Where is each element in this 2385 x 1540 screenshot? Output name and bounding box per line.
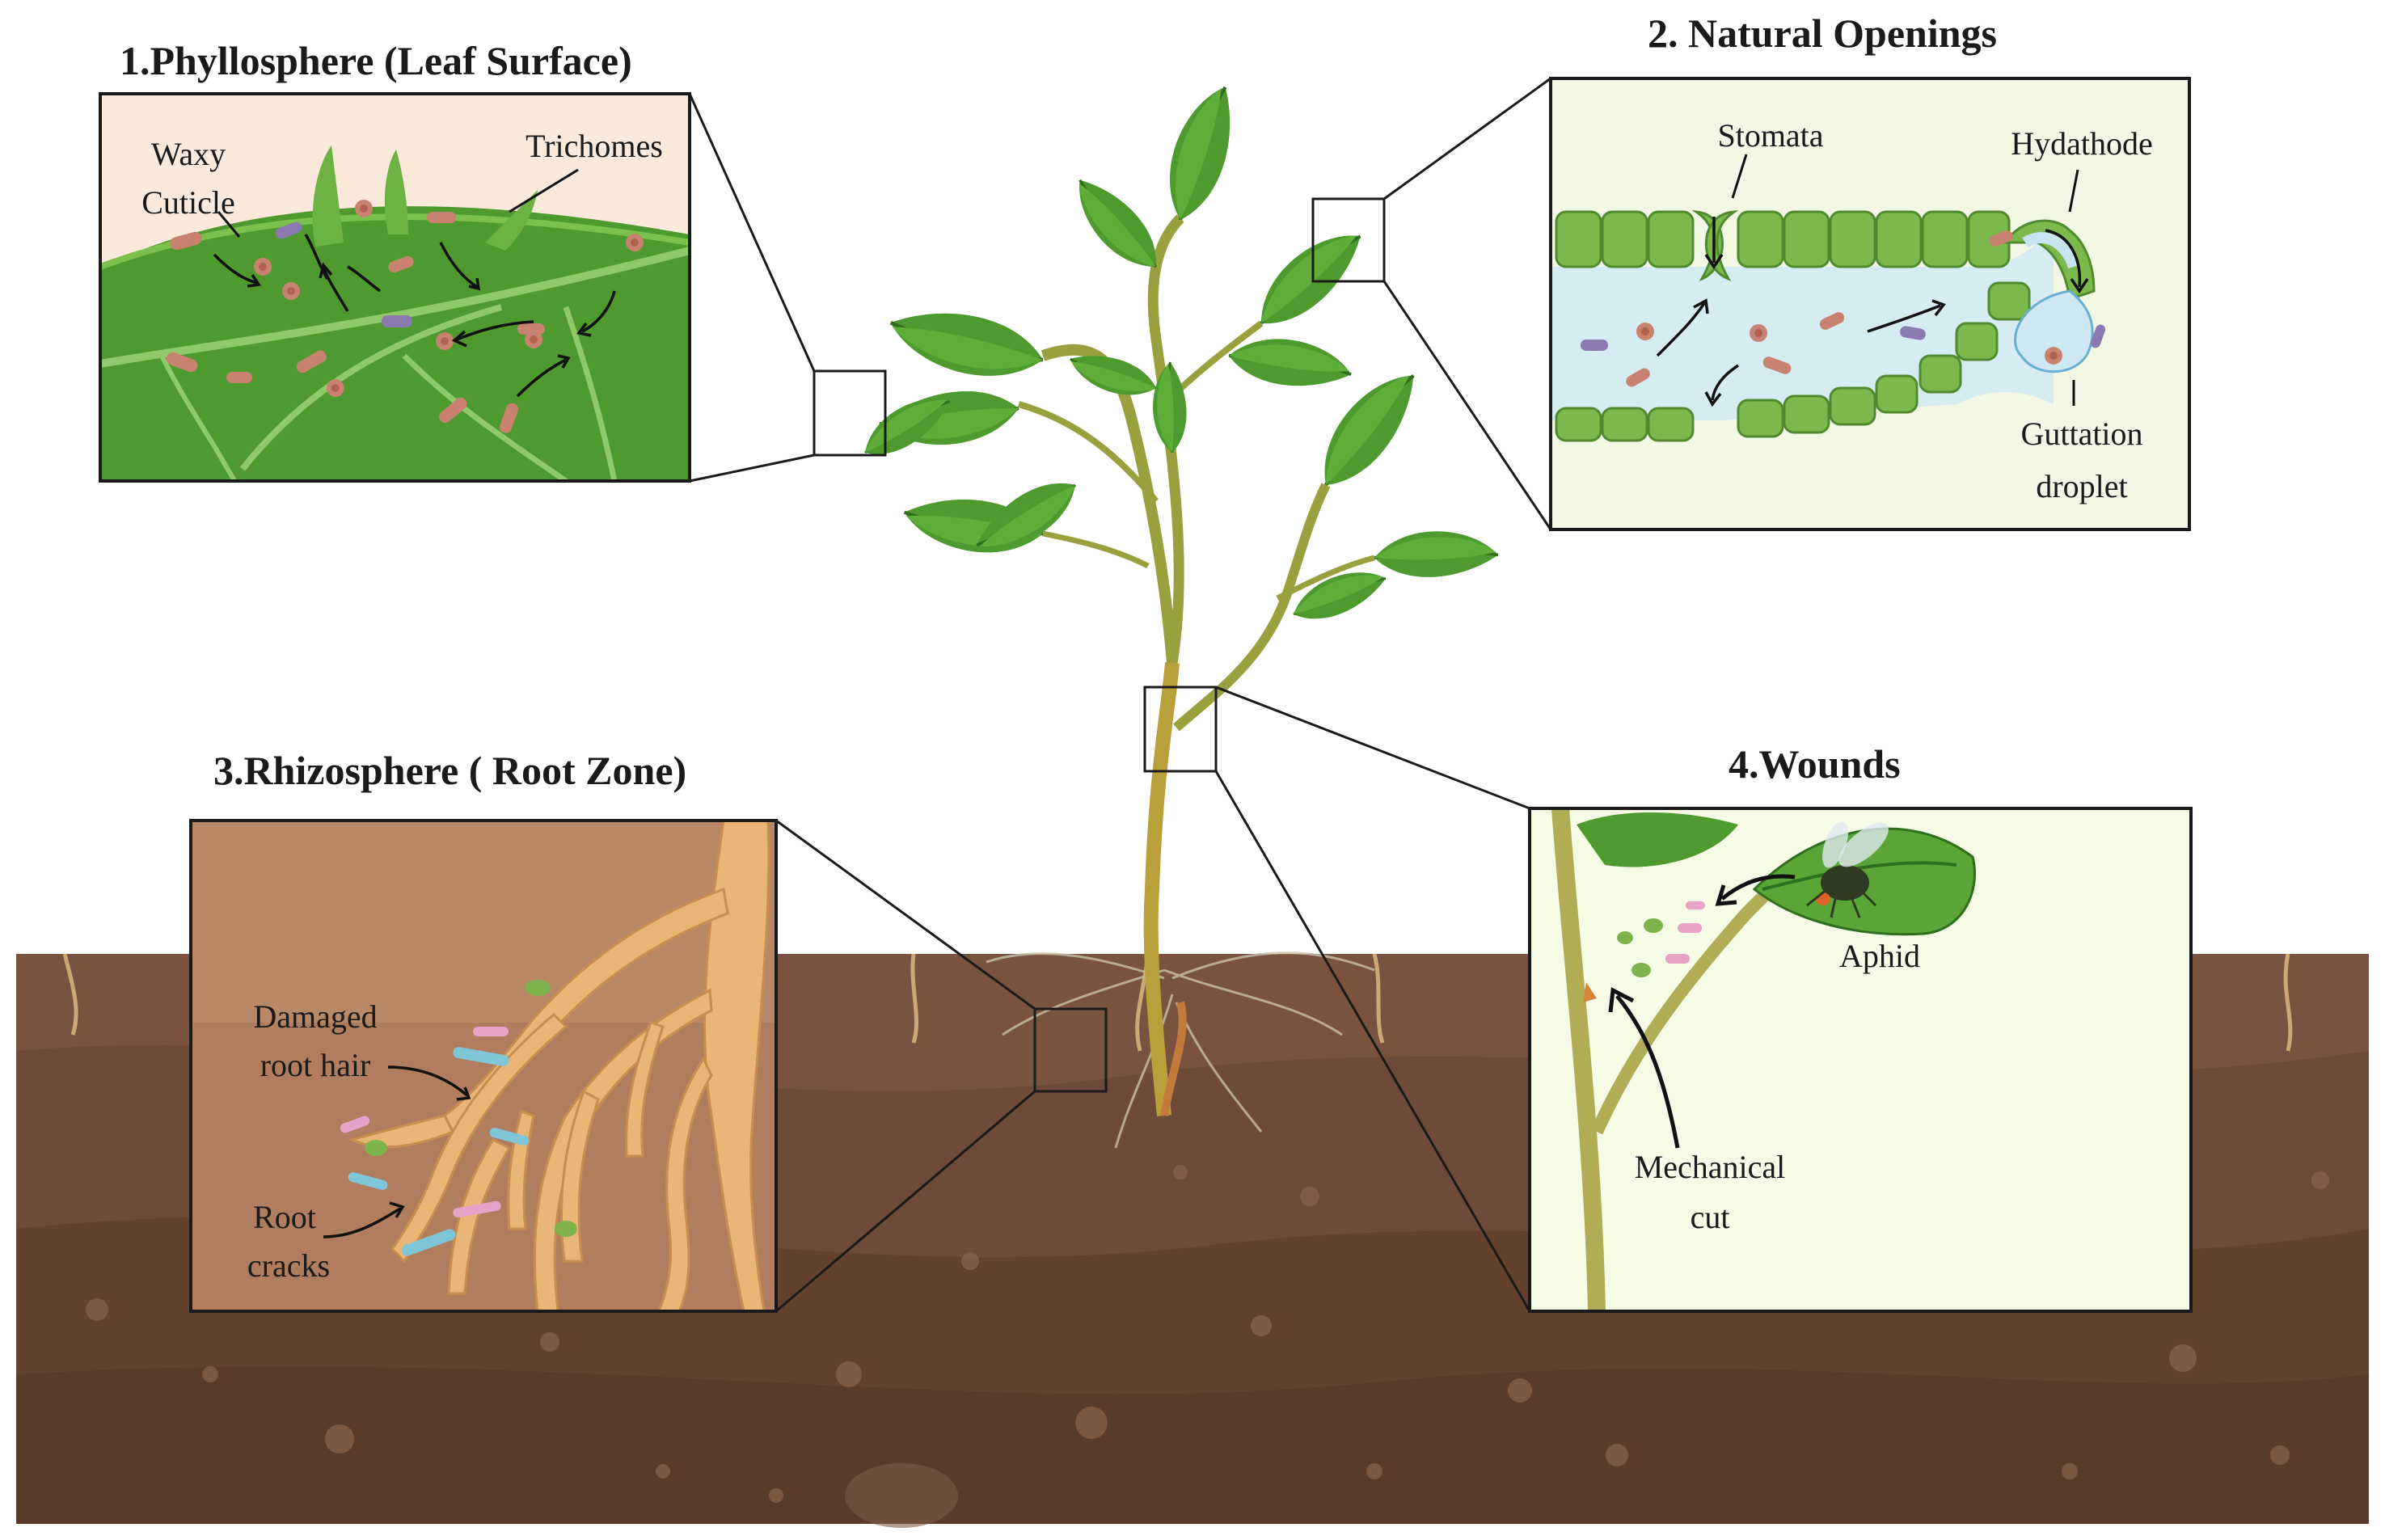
phyllosphere-title: 1.Phyllosphere (Leaf Surface) bbox=[120, 38, 632, 83]
damaged-root-hair-label-line1: Damaged bbox=[253, 998, 378, 1035]
guttation-droplet-label-line1: Guttation bbox=[2020, 416, 2143, 452]
bacteria bbox=[1581, 230, 2106, 387]
movement-arrows bbox=[1656, 217, 2089, 407]
mechanical-cut-label-line1: Mechanical bbox=[1634, 1149, 1786, 1185]
natural-openings-title: 2. Natural Openings bbox=[1648, 11, 1998, 56]
bacteria bbox=[166, 200, 644, 433]
zoom-box-stem bbox=[1143, 686, 1218, 773]
bacteria bbox=[1617, 901, 1705, 977]
zoom-box-root bbox=[1033, 1007, 1108, 1093]
movement-arrows bbox=[1608, 874, 1796, 1149]
root-cracks-label-line1: Root bbox=[253, 1199, 316, 1235]
mechanical-cut-label-line2: cut bbox=[1690, 1199, 1730, 1235]
zoom-box-openings bbox=[1311, 197, 1386, 283]
waxy-cuticle-label-line2: Cuticle bbox=[141, 184, 235, 221]
guttation-droplet-label-line2: droplet bbox=[2036, 468, 2128, 504]
aphid-label: Aphid bbox=[1839, 938, 1920, 974]
damaged-root-hair-label-line2: root hair bbox=[260, 1047, 371, 1083]
trichomes-label: Trichomes bbox=[526, 128, 663, 164]
wounds-panel bbox=[1528, 807, 2193, 1313]
stomata-label: Stomata bbox=[1717, 117, 1824, 154]
zoom-connectors bbox=[688, 77, 1552, 1313]
root-cracks-label-line2: cracks bbox=[247, 1247, 331, 1284]
rhizosphere-panel bbox=[189, 819, 778, 1313]
movement-arrows bbox=[213, 234, 616, 398]
main-plant bbox=[853, 79, 1502, 1149]
wounds-title: 4.Wounds bbox=[1729, 741, 1901, 787]
zoom-box-leaf bbox=[813, 369, 887, 457]
movement-arrows bbox=[323, 1065, 471, 1238]
aphid-icon bbox=[1806, 821, 1889, 918]
natural-openings-panel bbox=[1549, 77, 2191, 531]
hydathode-label: Hydathode bbox=[2011, 125, 2153, 162]
bacteria bbox=[340, 980, 577, 1256]
rhizosphere-title: 3.Rhizosphere ( Root Zone) bbox=[213, 748, 687, 793]
phyllosphere-panel bbox=[99, 92, 691, 483]
waxy-cuticle-label-line1: Waxy bbox=[150, 136, 226, 172]
